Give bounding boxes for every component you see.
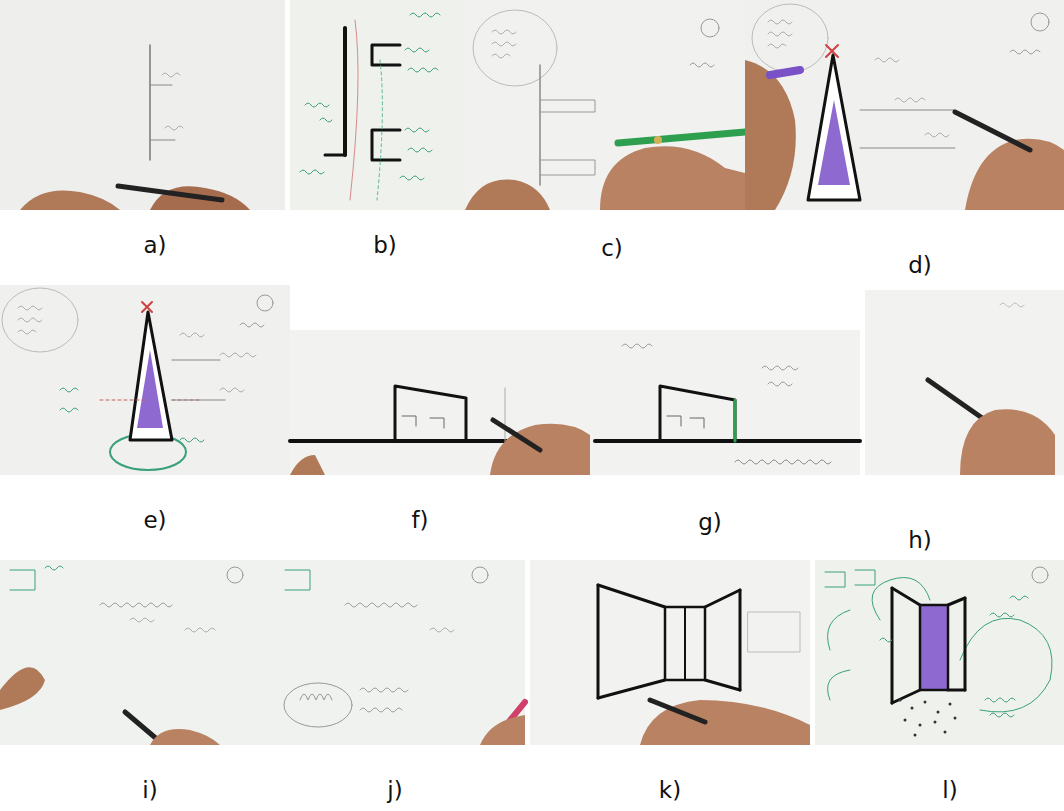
panel-caption: k): [657, 777, 683, 803]
panel-caption: a): [141, 232, 168, 258]
panel-caption: b): [371, 232, 399, 258]
panel-caption: d): [906, 252, 934, 278]
photo-panel: a): [0, 0, 285, 210]
panel-caption: h): [906, 527, 934, 553]
photo-panel: c): [465, 0, 745, 210]
photo-panel: f): [290, 330, 590, 475]
panel-caption: f): [409, 507, 430, 533]
panel-caption: c): [599, 235, 625, 261]
photo-panel: g): [590, 330, 860, 475]
photo-panel: d): [745, 0, 1064, 210]
panel-caption: e): [141, 507, 168, 533]
photo-panel: b): [290, 0, 465, 210]
photo-panel: h): [865, 290, 1064, 475]
photo-panel: e): [0, 285, 290, 475]
panel-caption: j): [385, 777, 404, 803]
panel-caption: g): [696, 509, 724, 535]
photo-panel: i): [0, 560, 275, 745]
photo-panel: j): [275, 560, 525, 745]
photo-panel: l): [815, 560, 1064, 745]
panel-caption: i): [140, 777, 159, 803]
panel-caption: l): [940, 777, 959, 803]
photo-panel: k): [530, 560, 810, 745]
